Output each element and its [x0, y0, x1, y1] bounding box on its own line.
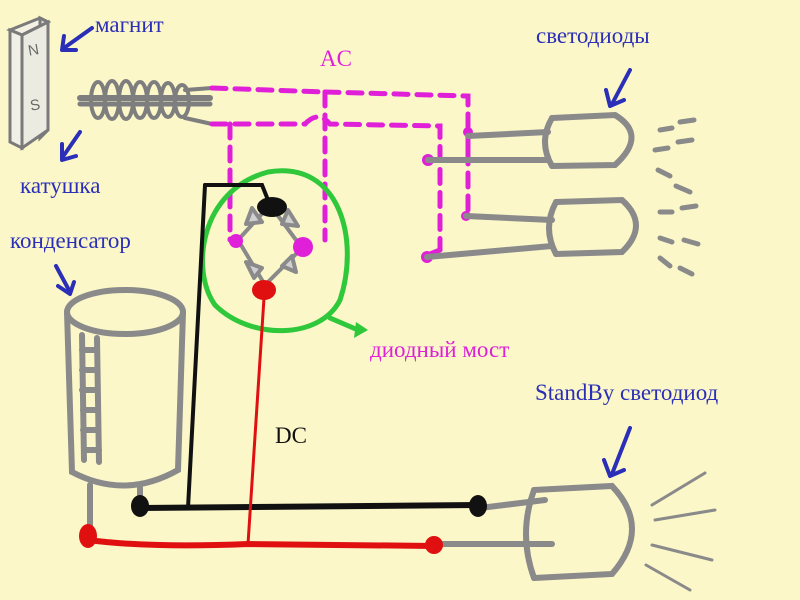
magnet-label: магнит	[95, 12, 164, 37]
leds-arrow-icon	[604, 68, 632, 108]
ac-junctions	[421, 127, 473, 263]
coil	[77, 79, 214, 126]
magnet-north-label: N	[27, 41, 41, 60]
dc-terminals	[79, 495, 487, 554]
coil-label: катушка	[20, 173, 100, 198]
diode-bridge	[200, 168, 368, 338]
magnet-arrow-icon	[60, 26, 94, 52]
capacitor-label: конденсатор	[10, 228, 131, 253]
capacitor	[64, 287, 186, 531]
dc-label: DC	[275, 423, 307, 448]
led-top	[425, 111, 635, 169]
standby-arrow-icon	[602, 426, 632, 478]
pointer-arrows	[54, 26, 632, 478]
capacitor-arrow-icon	[54, 264, 76, 296]
led-middle	[424, 196, 639, 260]
leds-label: светодиоды	[536, 23, 650, 48]
magnet-south-label: S	[29, 96, 42, 114]
standby-led-label: StandBy светодиод	[535, 380, 719, 405]
diode-bridge-label: диодный мост	[370, 337, 509, 362]
ac-label: AC	[320, 46, 352, 71]
coil-arrow-icon	[60, 130, 82, 162]
standby-led	[432, 471, 717, 592]
ac-wiring	[209, 85, 471, 259]
led-light-rays	[652, 117, 701, 277]
dc-wiring	[85, 183, 481, 549]
magnet: N S	[6, 15, 52, 151]
